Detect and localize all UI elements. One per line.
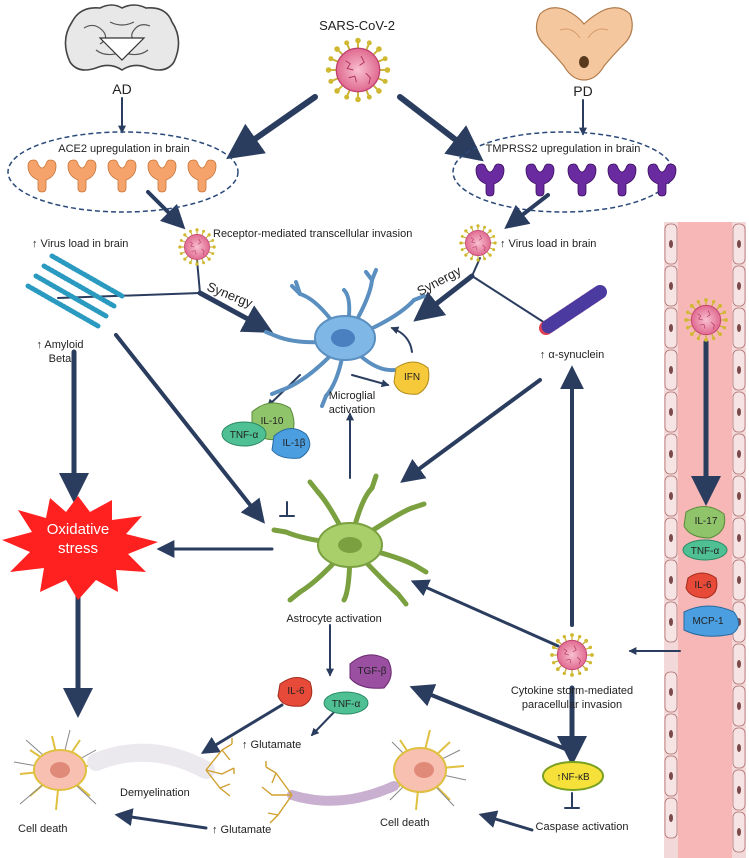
astrocyte-cell [271, 473, 429, 607]
receptor-invasion-label: Receptor-mediated transcellular invasion [213, 228, 412, 240]
il-1b-label: IL-1β [283, 438, 306, 449]
pd-label: PD [573, 83, 592, 99]
il-17-blob [683, 506, 726, 539]
mcp-1-blob [683, 605, 739, 637]
microglial-label-line2: activation [329, 404, 375, 416]
virus-vessel [683, 297, 729, 343]
virus-load-left-label: ↑ Virus load in brain [32, 238, 128, 250]
oxidative-label-line2: stress [58, 540, 98, 557]
tmprss2-region [452, 131, 677, 213]
il-1b-blob [271, 428, 311, 459]
nf-kb-badge [542, 761, 604, 791]
glutamate-lower-label: ↑ Glutamate [212, 824, 271, 836]
tnf-a-mid-blob [323, 691, 369, 715]
diagram-labels: SARS-CoV-2 AD PD ACE2 upregulation in br… [18, 18, 724, 836]
caspase-activation-label: Caspase activation [536, 821, 629, 833]
tnf-a-mid-label: TNF-α [332, 699, 361, 710]
sars-cov-2-label: SARS-CoV-2 [319, 18, 395, 33]
ace2-label: ACE2 upregulation in brain [58, 143, 189, 155]
synergy-right-label: Synergy [414, 263, 464, 299]
tnf-a-vessel-blob [682, 539, 728, 561]
il-6-vessel-blob [685, 572, 718, 599]
ifn-blob [393, 361, 430, 395]
il-10-label: IL-10 [261, 416, 284, 427]
cell-death-left-label: Cell death [18, 823, 68, 835]
il-6-mid-blob [277, 677, 313, 707]
ace2-region [7, 131, 239, 213]
tmprss2-label: TMPRSS2 upregulation in brain [486, 143, 641, 155]
alpha-synuclein-fibril [539, 285, 607, 335]
sars-cov-2-virus [324, 36, 392, 104]
oxidative-stress-burst [2, 496, 158, 600]
amyloid-label-line1: ↑ Amyloid [36, 339, 83, 351]
ifn-label: IFN [404, 372, 420, 383]
tnf-a-left-blob [221, 421, 267, 447]
arrows [57, 94, 721, 832]
ad-label: AD [112, 81, 131, 97]
cell-death-right-label: Cell death [380, 817, 430, 829]
amyloid-label-line2: Beta [49, 353, 73, 365]
cytokine-storm-label-line2: paracellular invasion [522, 699, 622, 711]
neuron-right [261, 729, 467, 824]
tgf-b-label: TGF-β [357, 666, 386, 677]
il-17-label: IL-17 [695, 516, 718, 527]
microglia-cell [264, 268, 426, 408]
virus-load-right-label: ↑ Virus load in brain [500, 238, 596, 250]
alpha-synuclein-label: ↑ α-synuclein [540, 349, 604, 361]
oxidative-label-line1: Oxidative [47, 521, 110, 538]
glutamate-upper-label: ↑ Glutamate [242, 739, 301, 751]
virus-cytokine [549, 632, 595, 678]
pd-brain-illustration [535, 7, 633, 81]
astrocyte-activation-label: Astrocyte activation [286, 613, 381, 625]
neuron-left [13, 729, 235, 811]
nf-kb-label: ↑NF-κB [556, 772, 590, 783]
mcp-1-label: MCP-1 [692, 616, 724, 627]
tnf-a-vessel-label: TNF-α [691, 546, 720, 557]
microglial-label-line1: Microglial [329, 390, 375, 402]
cytokine-storm-label-line1: Cytokine storm-mediated [511, 685, 633, 697]
il-6-vessel-label: IL-6 [694, 580, 712, 591]
virus-right [458, 223, 498, 263]
demyelination-label: Demyelination [120, 787, 190, 799]
tgf-b-blob [349, 654, 392, 689]
tnf-a-left-label: TNF-α [230, 430, 259, 441]
synergy-left-label: Synergy [205, 279, 255, 311]
ad-brain-illustration [64, 4, 180, 71]
il-6-mid-label: IL-6 [287, 686, 305, 697]
amyloid-beta-fibrils [25, 253, 125, 329]
virus-left [177, 227, 217, 267]
